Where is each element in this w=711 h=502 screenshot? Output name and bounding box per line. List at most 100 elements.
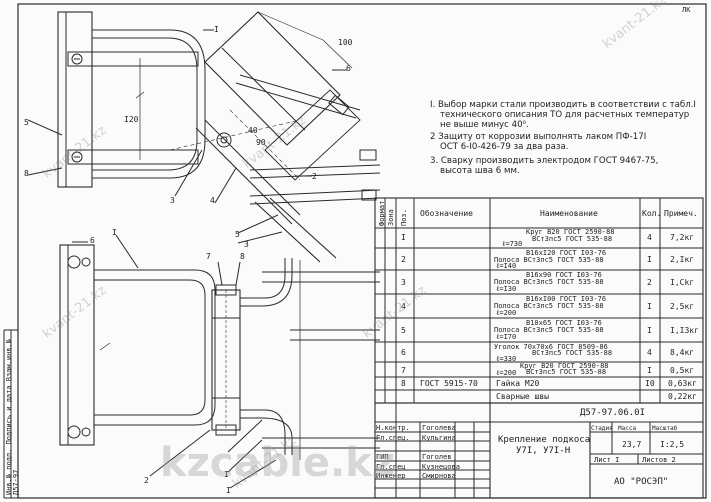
label-pos-3-top: 3 [170,196,175,205]
spec-row-4-qty: I [647,302,652,311]
note-line-5: ОСТ 6-I0-426-79 за два раза. [440,142,569,152]
spec-row-5-qty: I [647,326,652,335]
spec-row-7-name-bot: ℓ=200 [496,369,517,377]
note-line-1: I. Выбор марки стали производить в соотв… [430,100,696,110]
spec-row-4-note: 2,5кг [670,302,695,311]
spec-row-5-name-bot: ℓ=I70 [496,333,517,341]
title-line-2: У7I, У7I-Н [516,446,571,456]
spec-header-note: Примеч. [664,209,698,218]
side-stamp-code: Д57-97 [12,469,20,495]
doc-number: Д57-97.06.0I [580,408,646,418]
spec-row-7-name-mid: ВСт3пс5 ГОСТ 535-88 [526,368,607,376]
label-pos-1-bottom-b: I [224,470,229,479]
note-line-3: не выше минус 40⁰. [440,120,529,130]
dim-120: I20 [124,115,139,124]
spec-row-6-pos: 6 [401,348,406,357]
person-5-role: Инженер [376,472,406,480]
person-1-name: Гоголева [422,424,456,432]
spec-header-designation: Обозначение [420,209,473,218]
person-5-name: Смирнова [422,472,456,480]
person-2-role: Гл.спец. [376,434,410,442]
label-pos-6-bottom: 6 [90,236,95,245]
person-4-role: Гл.спец [376,463,406,471]
label-pos-7-bottom: 7 [206,252,211,261]
spec-row-3-name-mid: Полоса ВСт3пс5 ГОСТ 535-88 [494,278,604,286]
label-pos-1-bottom: I [112,228,117,237]
spec-row-4-name-bot: ℓ=200 [496,309,517,317]
organization: АО "РОСЭП" [614,477,669,487]
spec-row-8-name: Гайка М20 [496,379,540,388]
spec-row-6-name-bot: ℓ=330 [496,355,517,363]
person-1-role: Н.контр. [376,424,410,432]
note-line-6: 3. Сварку производить электродом ГОСТ 94… [430,156,659,166]
spec-header-zone: Зона [387,209,395,226]
label-pos-1-bottom-c: I [226,486,231,495]
spec-row-5-note: I,I3кг [670,326,699,335]
spec-row-2-pos: 2 [401,255,406,264]
spec-row-5-pos: 5 [401,326,406,335]
spec-row-4-name-mid: Полоса ВСт3пс5 ГОСТ 535-88 [494,302,604,310]
spec-row-8-qty: I0 [645,379,655,388]
spec-row-1-pos: I [401,233,406,242]
spec-row-6-name-top: Уголок 70х70х6 ГОСТ 8509-86 [494,343,608,351]
spec-header-format: Формат [378,200,386,226]
spec-row-7-note: 0,5кг [670,366,695,375]
spec-row-8-designation: ГОСТ 5915-70 [420,379,478,388]
person-4-name: Кузнецова [422,463,460,471]
spec-row-6-qty: 4 [647,348,652,357]
sheet-label: Лист I [594,456,620,464]
spec-row-3-qty: 2 [647,278,652,287]
spec-row-8-pos: 8 [401,379,406,388]
spec-row-3-name-top: В16х90 ГОСТ I03-76 [526,271,602,279]
spec-row-1-qty: 4 [647,233,652,242]
mass-value: 23,7 [622,440,642,449]
spec-row-7-qty: I [647,366,652,375]
spec-header-qty: Кол. [642,209,662,218]
label-pos-1-top: I [214,25,219,34]
note-line-7: высота шва 6 мм. [440,166,520,176]
spec-row-5-name-top: В10х65 ГОСТ I03-76 [526,319,602,327]
spec-row-7-pos: 7 [401,366,406,375]
spec-row-1-note: 7,2кг [670,233,695,242]
spec-row-4-name-top: В16хI00 ГОСТ I03-76 [526,295,607,303]
spec-row-4-pos: 4 [401,302,406,311]
spec-row-2-qty: I [647,255,652,264]
person-3-name: Гоголев [422,453,452,461]
spec-row-1-name-top: Круг В20 ГОСТ 2590-88 [526,228,615,236]
spec-row-1-name-bot: ℓ=730 [502,240,523,248]
spec-row-2-note: 2,Iкг [670,255,695,264]
spec-header-name: Наименование [540,209,598,218]
spec-row-3-pos: 3 [401,278,406,287]
scale-value: I:2,5 [660,440,685,449]
spec-row-1-name-mid: ВСт3пс5 ГОСТ 535-88 [532,235,613,243]
person-2-name: Кульгина [422,434,456,442]
label-pos-2-top: 2 [312,172,317,181]
spec-header-pos: Поз. [400,209,408,226]
dim-100: 100 [338,38,353,47]
scale-header: Масштаб [652,425,678,432]
spec-row-8-note: 0,63кг [668,379,697,388]
label-pos-3-bottom: 3 [244,240,249,249]
spec-row-6-note: 8,4кг [670,348,695,357]
spec-row-5-name-mid: Полоса ВСт3пс5 ГОСТ 535-88 [494,326,604,334]
spec-row-7-name-top: Круг В20 ГОСТ 2590-88 [520,362,609,370]
note-line-4: 2 Защиту от коррозии выполнять лаком ПФ-… [430,132,647,142]
label-pos-8-bottom: 8 [240,252,245,261]
label-pos-8-top: 8 [24,169,29,178]
label-pos-4-top: 4 [210,196,215,205]
spec-row-2-name-bot: ℓ=I40 [496,262,517,270]
title-line-1: Крепление подкоса [498,435,591,445]
spec-row-2-name-top: В16хI20 ГОСТ I03-76 [526,249,607,257]
spec-row-9-name: Сварные швы [496,392,549,401]
person-3-role: ГИП [376,453,389,461]
spec-row-3-note: I,Сkг [670,278,695,287]
mass-header: Масса [618,425,637,432]
spec-row-9-note: 0,22кг [668,392,697,401]
dim-40: 40 [248,126,258,135]
note-line-2: технического описания ТО для расчетных т… [440,110,690,120]
label-pos-6-top: 6 [346,64,351,73]
stage-header: Стадия [591,425,613,432]
spec-row-2-name-mid: Полоса ВСт3пс5 ГОСТ 535-88 [494,256,604,264]
